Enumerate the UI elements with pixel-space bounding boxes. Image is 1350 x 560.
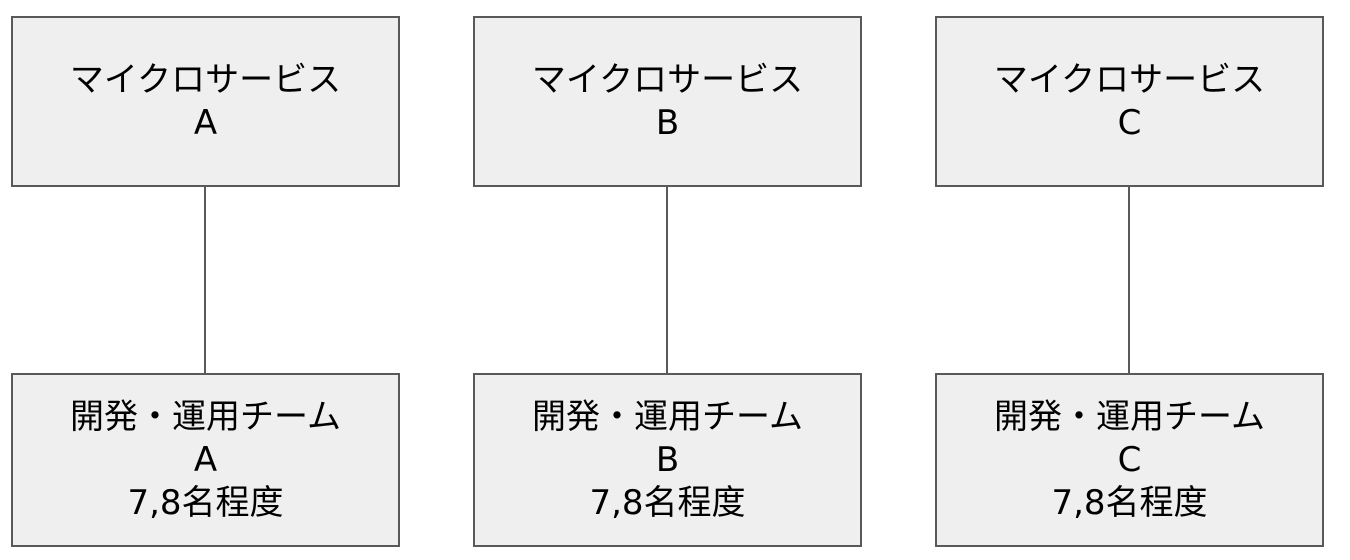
team-size: 7,8名程度: [1051, 482, 1208, 523]
team-title: 開発・運用チーム: [994, 396, 1265, 437]
microservice-c-box: マイクロサービス C: [935, 16, 1324, 187]
connector-line-a: [204, 185, 206, 373]
microservice-id: A: [193, 102, 218, 143]
team-a-box: 開発・運用チーム A 7,8名程度: [11, 373, 400, 547]
connector-line-c: [1128, 185, 1130, 373]
team-title: 開発・運用チーム: [532, 396, 803, 437]
connector-line-b: [666, 185, 668, 373]
column-c: マイクロサービス C 開発・運用チーム C 7,8名程度: [935, 0, 1324, 560]
microservice-id: B: [655, 102, 680, 143]
team-b-box: 開発・運用チーム B 7,8名程度: [473, 373, 862, 547]
team-id: C: [1117, 439, 1142, 480]
team-title: 開発・運用チーム: [70, 396, 341, 437]
team-id: A: [193, 439, 218, 480]
microservice-title: マイクロサービス: [531, 59, 804, 100]
microservice-title: マイクロサービス: [69, 59, 342, 100]
column-a: マイクロサービス A 開発・運用チーム A 7,8名程度: [11, 0, 400, 560]
column-b: マイクロサービス B 開発・運用チーム B 7,8名程度: [473, 0, 862, 560]
microservice-id: C: [1117, 102, 1142, 143]
team-size: 7,8名程度: [589, 482, 746, 523]
team-size: 7,8名程度: [127, 482, 284, 523]
team-c-box: 開発・運用チーム C 7,8名程度: [935, 373, 1324, 547]
microservice-b-box: マイクロサービス B: [473, 16, 862, 187]
team-id: B: [655, 439, 680, 480]
microservice-a-box: マイクロサービス A: [11, 16, 400, 187]
microservice-title: マイクロサービス: [993, 59, 1266, 100]
